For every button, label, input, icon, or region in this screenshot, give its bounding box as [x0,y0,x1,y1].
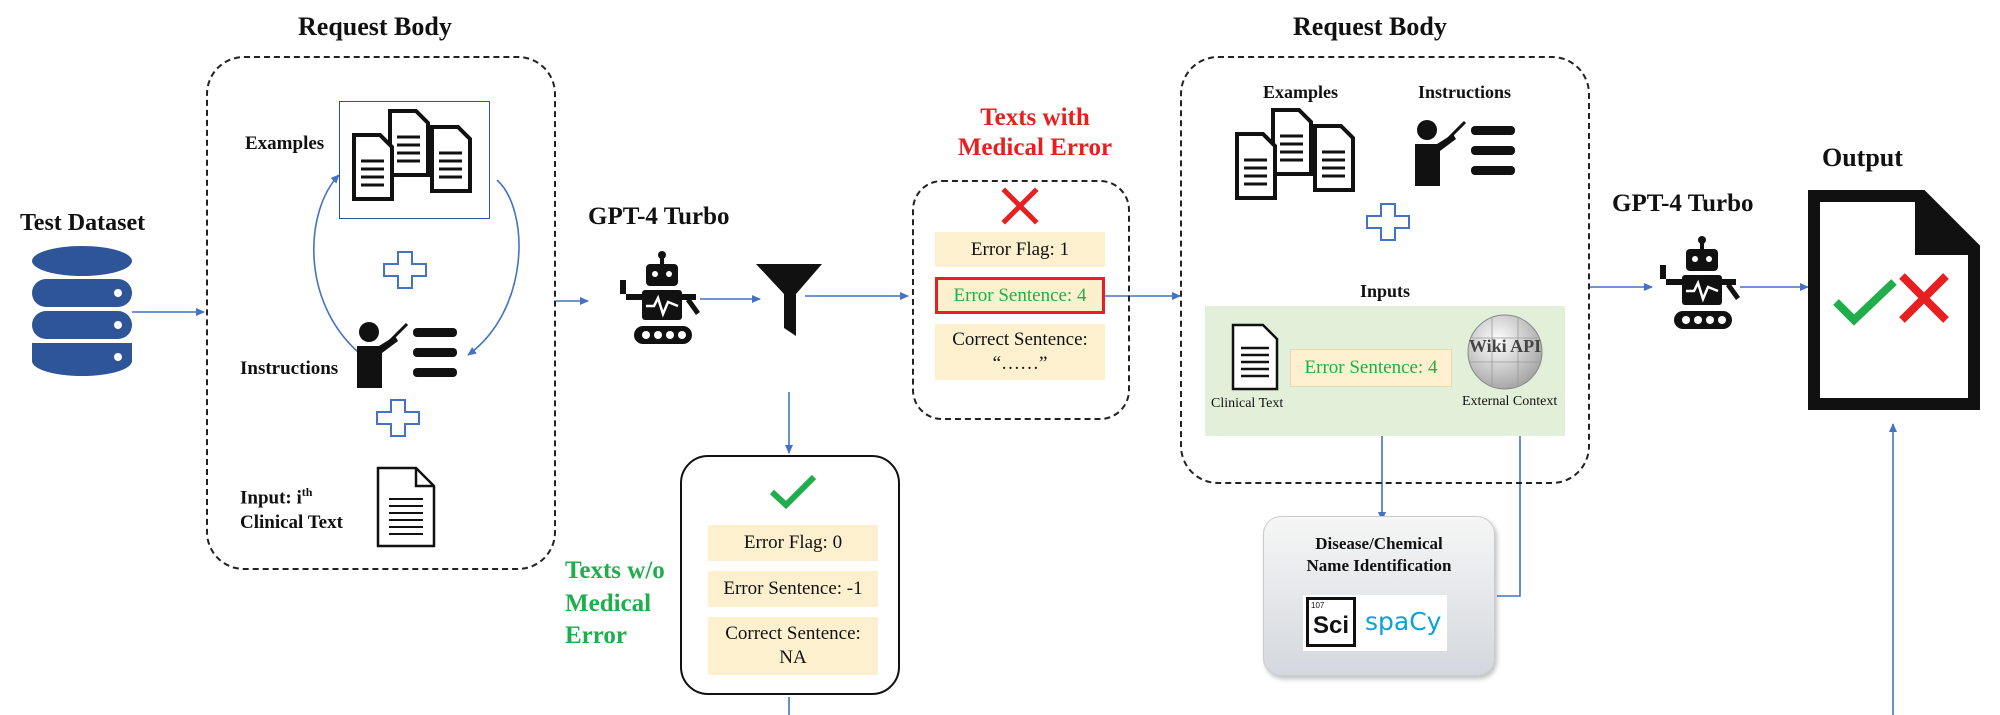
clinical-text-document-icon [376,466,436,548]
arrow-ner-to-external-context [1497,421,1524,597]
texts-without-error-title-line1: Texts w/o [565,557,665,584]
texts-without-error-title-line2: Medical [565,589,652,617]
input-label-sup: th [301,485,313,499]
error-flag-0-tile: Error Flag: 0 [708,525,878,561]
output-green-check-icon [1833,279,1897,326]
ner-title: Disease/Chemical Name Identification [1263,533,1495,577]
correct-sentence-line1: Correct Sentence: [952,329,1088,351]
left-examples-documents-icon [352,109,472,201]
test-dataset-label: Test Dataset [20,210,146,236]
curve-instructions-to-examples [313,174,359,353]
right-examples-documents-icon [1235,108,1355,200]
curve-examples-to-instructions [467,179,520,356]
left-examples-frame [339,101,490,219]
left-request-title: Request Body [298,12,452,41]
correct-sentence-tile: Correct Sentence: “……” [935,324,1105,380]
database-icon [32,246,132,376]
correct-sentence-na-line1: Correct Sentence: [725,623,861,645]
external-context-label: External Context [1462,394,1558,409]
left-plus-icon-1 [383,251,427,289]
left-examples-label: Examples [245,133,325,154]
right-examples-label: Examples [1263,82,1339,102]
texts-without-error-container [680,455,900,695]
red-x-icon [1001,187,1039,225]
left-instructions-icon [357,322,457,388]
scispacy-logo: 107 Sci spaCy [1303,595,1447,651]
clinical-text-icon [1231,323,1279,391]
sci-element-logo: 107 Sci [1306,597,1356,647]
output-document-icon [1808,190,1980,410]
green-check-icon [769,474,817,510]
output-label: Output [1822,143,1903,172]
robot-icon-2 [1660,236,1740,329]
output-red-x-icon [1899,273,1949,323]
texts-without-error-title-line3: Error [565,622,628,649]
filter-funnel-icon [756,264,822,336]
error-sentence-4-tile: Error Sentence: 4 [935,277,1105,314]
right-request-title: Request Body [1293,12,1447,41]
texts-with-error-container [912,180,1130,420]
spacy-text: spaCy [1365,607,1442,636]
inputs-label: Inputs [1360,281,1411,301]
ner-title-line2: Name Identification [1306,556,1452,576]
right-instructions-label: Instructions [1418,82,1512,102]
inputs-error-sentence-tile: Error Sentence: 4 [1291,350,1451,386]
gpt-label-1: GPT-4 Turbo [588,203,730,230]
wikipedia-globe-icon: Wiki API [1467,314,1543,390]
clinical-text-label: Clinical Text [1211,396,1284,411]
wiki-text: Wiki API [1469,336,1541,356]
left-request-container [206,56,556,570]
right-request-container [1180,56,1590,484]
correct-sentence-na-line2: NA [779,647,807,668]
error-flag-1-tile: Error Flag: 1 [935,232,1105,267]
robot-icon-1 [620,251,700,344]
error-sentence-minus1-tile: Error Sentence: -1 [708,571,878,607]
texts-with-error-title-line2: Medical Error [957,134,1113,161]
arrow-no-error-to-output [788,423,1897,715]
correct-sentence-line2: “……” [992,353,1048,374]
gpt-label-2: GPT-4 Turbo [1612,190,1754,217]
sci-text: Sci [1313,612,1350,639]
texts-without-error-title: Texts w/o Medical Error [565,555,665,653]
left-plus-icon-2 [376,399,420,437]
right-plus-icon [1366,203,1410,241]
ner-title-line1: Disease/Chemical [1315,534,1443,553]
left-input-label: Input: ith Clinical Text [240,485,343,536]
texts-with-error-title: Texts with Medical Error [935,103,1135,163]
left-instructions-label: Instructions [240,358,339,379]
right-instructions-icon [1415,120,1515,186]
input-label-line2: Clinical Text [240,512,343,534]
sci-small-number: 107 [1311,601,1325,610]
correct-sentence-na-tile: Correct Sentence: NA [708,617,878,675]
input-label-prefix: Input: i [240,487,302,509]
texts-with-error-title-line1: Texts with [980,104,1090,131]
